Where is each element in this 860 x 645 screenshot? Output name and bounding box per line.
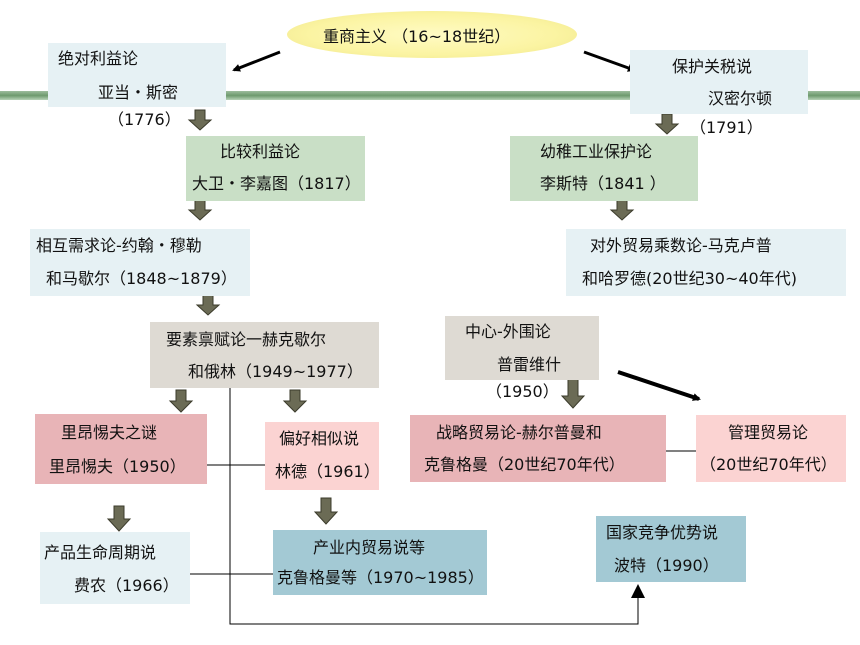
block-arrows — [106, 109, 680, 532]
absolute-advantage-year: （1776） — [108, 110, 181, 129]
node-author: 费农（1966） — [74, 576, 179, 595]
node-strategic-trade: 战略贸易论-赫尔普曼和 克鲁格曼（20世纪70年代） — [410, 415, 666, 482]
node-managed-trade: 管理贸易论 （20世纪70年代） — [696, 415, 846, 482]
node-foreign-trade-multiplier: 对外贸易乘数论-马克卢普 和哈罗德(20世纪30~40年代) — [566, 229, 846, 296]
node-title: 战略贸易论-赫尔普曼和 — [436, 423, 602, 442]
arrowhead-to-porter — [631, 584, 645, 598]
title-mercantilism: 重商主义 （16~18世纪） — [287, 11, 577, 58]
node-preference-similarity: 偏好相似说 林德（1961） — [265, 422, 380, 490]
node-protective-tariff: 保护关税说 汉密尔顿 — [630, 50, 808, 114]
node-title: 保护关税说 — [672, 57, 753, 76]
node-author: 普雷维什 — [497, 355, 562, 374]
node-author: 波特（1990） — [614, 556, 719, 575]
node-author: 李斯特（1841 ） — [540, 174, 666, 193]
node-title: 偏好相似说 — [279, 429, 360, 448]
node-author: 克鲁格曼（20世纪70年代） — [424, 455, 625, 474]
node-title: 国家竞争优势说 — [606, 523, 719, 542]
node-absolute-advantage: 绝对利益论 亚当・斯密 — [48, 43, 226, 107]
node-author: 和马歇尔（1848~1879） — [46, 269, 237, 288]
node-infant-industry: 幼稚工业保护论 李斯特（1841 ） — [510, 136, 698, 201]
arrow-to-absolute — [232, 50, 281, 72]
node-author: 林德（1961） — [275, 462, 380, 481]
node-author: 亚当・斯密 — [98, 83, 179, 102]
node-product-life-cycle: 产品生命周期说 费农（1966） — [40, 532, 190, 604]
node-author: 克鲁格曼等（1970~1985） — [277, 568, 484, 587]
node-reciprocal-demand: 相互需求论-约翰・穆勒 和马歇尔（1848~1879） — [30, 229, 250, 296]
node-center-periphery: 中心-外围论 普雷维什 — [445, 316, 599, 380]
node-comparative-advantage: 比较利益论 大卫・李嘉图（1817） — [186, 136, 365, 201]
node-title: 相互需求论-约翰・穆勒 — [36, 236, 202, 255]
node-title: 要素禀赋论一赫克歇尔 — [166, 330, 327, 349]
header-band — [0, 91, 860, 100]
protective-tariff-year: （1791） — [690, 118, 763, 137]
node-title: 管理贸易论 — [728, 423, 809, 442]
node-intra-industry: 产业内贸易说等 克鲁格曼等（1970~1985） — [273, 530, 487, 595]
node-author: 汉密尔顿 — [708, 89, 773, 108]
node-author: 和哈罗德(20世纪30~40年代) — [582, 269, 797, 288]
node-title: 对外贸易乘数论-马克卢普 — [590, 236, 772, 255]
node-title: 幼稚工业保护论 — [540, 142, 653, 161]
node-author: 和俄林（1949~1977） — [188, 362, 363, 381]
node-author: 里昂惕夫（1950） — [49, 457, 186, 476]
title-text: 重商主义 （16~18世纪） — [323, 27, 511, 46]
connector-factor-to-porter — [229, 386, 639, 625]
node-author: 大卫・李嘉图（1817） — [192, 174, 361, 193]
node-author: （20世纪70年代） — [700, 455, 837, 474]
arrow-to-tariff — [583, 50, 636, 72]
node-title: 绝对利益论 — [58, 49, 139, 68]
arrow-to-managed — [617, 370, 701, 401]
node-title: 产业内贸易说等 — [313, 538, 426, 557]
node-title: 中心-外围论 — [465, 322, 551, 341]
node-title: 比较利益论 — [220, 142, 301, 161]
node-title: 产品生命周期说 — [44, 543, 157, 562]
node-competitive-advantage: 国家竞争优势说 波特（1990） — [596, 516, 746, 582]
node-leontief-paradox: 里昂惕夫之谜 里昂惕夫（1950） — [35, 414, 207, 484]
center-periphery-year: （1950） — [486, 382, 559, 401]
node-factor-endowment: 要素禀赋论一赫克歇尔 和俄林（1949~1977） — [150, 322, 379, 388]
node-title: 里昂惕夫之谜 — [61, 423, 158, 442]
